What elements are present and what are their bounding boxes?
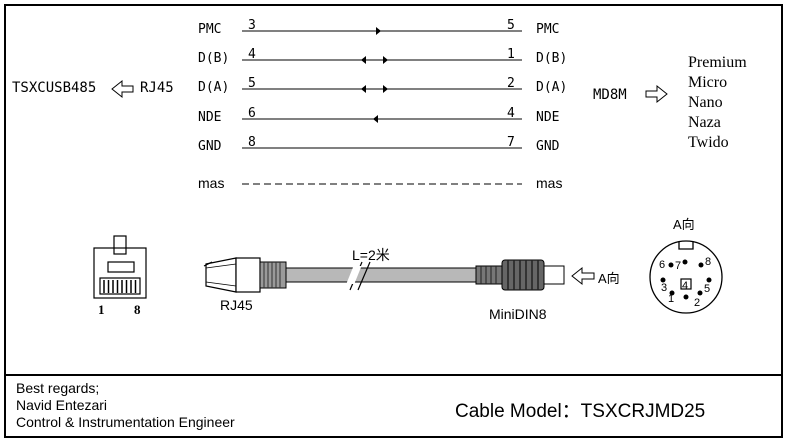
din-pin-7: 7 [675,260,682,272]
row-right-label: PMC [536,22,560,37]
rj45-jack-icon [93,235,147,299]
row-right-pin: 5 [507,18,515,33]
row-left-pin: 8 [248,135,256,150]
cable-drawing [203,257,565,293]
left-device-label: TSXCUSB485 [12,80,97,96]
wire-da [242,85,522,93]
row-right-pin: 7 [507,135,515,150]
row-right-pin: 1 [507,47,515,62]
target-nano: Nano [688,94,723,111]
row-left-pin: 5 [248,76,256,91]
signature-line-1: Best regards; [16,380,100,396]
target-premium: Premium [688,54,747,71]
minidin8-face-icon [649,240,723,314]
row-right-label: mas [536,175,563,191]
din-pin-5: 5 [704,283,711,295]
left-connector-label: RJ45 [140,80,174,96]
din-pin-8: 8 [705,256,712,268]
row-left-label: D(A) [198,80,230,95]
row-left-label: mas [198,175,225,191]
rj45-pin-last: 8 [134,302,141,317]
row-left-label: GND [198,139,222,154]
hollow-arrow-view-icon [571,266,595,286]
target-list: Premium Micro Nano Naza Twido [688,53,747,153]
row-right-label: GND [536,139,560,154]
row-left-label: PMC [198,22,222,37]
row-left-pin: 6 [248,106,256,121]
row-right-pin: 4 [507,106,515,121]
row-left-pin: 4 [248,47,256,62]
cable-model-label: Cable Model：TSXCRJMD25 [455,401,706,422]
row-left-pin: 3 [248,18,256,33]
row-right-pin: 2 [507,76,515,91]
row-right-label: NDE [536,110,560,125]
cable-length-label: L=2米 [352,247,390,263]
view-direction-label: A向 [598,271,620,286]
rj45-plug-label: RJ45 [220,297,253,313]
din-pin-6: 6 [659,259,666,271]
row-right-label: D(B) [536,51,568,66]
wire-nde [242,115,522,123]
signature-name: Navid Entezari [16,397,108,413]
din-title: A向 [673,217,695,232]
wire-db [242,56,522,64]
row-right-label: D(A) [536,80,568,95]
signature-title: Control & Instrumentation Engineer [16,414,235,430]
right-connector-label: MD8M [593,87,627,103]
footer-box [4,374,783,438]
din-pin-1: 1 [668,293,675,305]
rj45-pin-first: 1 [98,302,105,317]
wire-pmc [242,27,522,35]
row-left-label: D(B) [198,51,230,66]
target-micro: Micro [688,74,728,91]
hollow-arrow-left-icon [111,79,134,99]
target-naza: Naza [688,114,721,131]
din-pin-2: 2 [694,297,701,309]
row-left-label: NDE [198,110,222,125]
hollow-arrow-right-icon [645,84,668,104]
target-twido: Twido [688,134,729,151]
din-pin-4: 4 [682,280,689,292]
din-pin-3: 3 [661,282,668,294]
minidin-plug-label: MiniDIN8 [489,306,547,322]
signature-block: Best regards; Navid Entezari Control & I… [16,380,235,431]
